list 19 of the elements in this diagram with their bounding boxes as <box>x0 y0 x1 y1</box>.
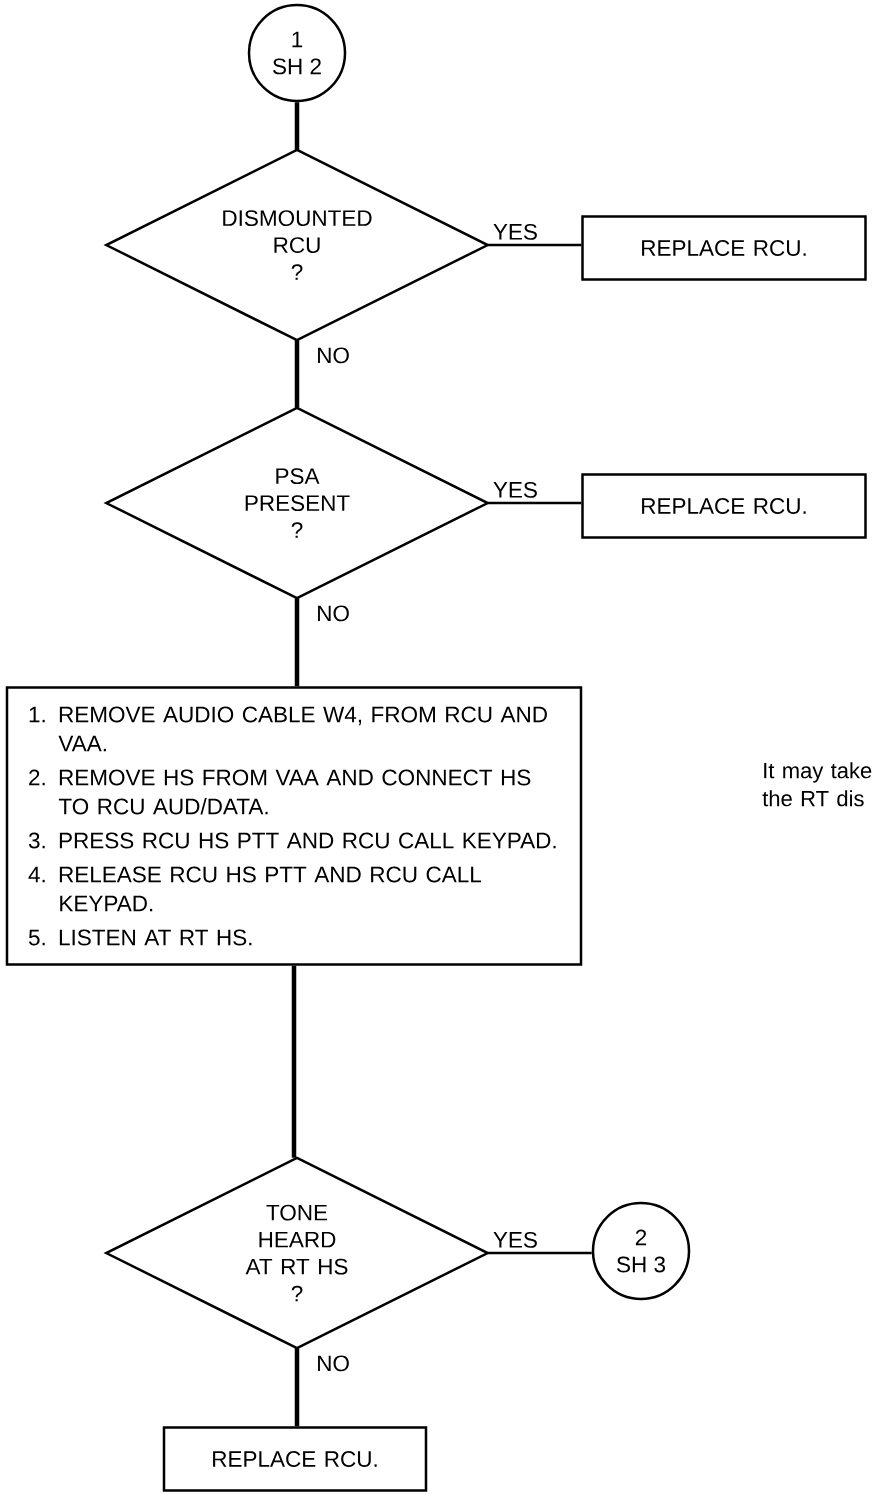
connector-line <box>294 102 300 150</box>
process-box: REPLACE RCU. <box>581 215 867 281</box>
connector-line <box>294 340 300 408</box>
edge-label: NO <box>315 346 351 365</box>
connector-line <box>487 501 582 505</box>
connector-line <box>294 598 300 687</box>
process-box: REPLACE RCU. <box>162 1426 428 1492</box>
edge-label: YES <box>491 222 539 241</box>
edge-label: NO <box>315 1354 351 1373</box>
instruction-box: 1. REMOVE AUDIO CABLE W4, FROM RCU AND VAA. 2. REMOVE HS FROM VAA AND CONNECT HS TO RCU AUD/DATA. 3. PRESS RCU HS PTT AND RCU CALL KEYPAD. 4. RELEASE RCU HS PTT AND RCU CALL KEYPAD. 5. LISTEN AT RT HS. <box>5 686 583 966</box>
edge-label: YES <box>491 1230 539 1249</box>
edge-label: NO <box>315 604 351 623</box>
connector-line <box>294 1348 300 1427</box>
connector-line <box>291 965 297 1158</box>
process-box: REPLACE RCU. <box>581 473 867 539</box>
edge-label: YES <box>491 480 539 499</box>
connector-line <box>487 243 582 247</box>
connector-line <box>487 1251 592 1255</box>
note-text: It may take the RT dis <box>762 762 872 807</box>
